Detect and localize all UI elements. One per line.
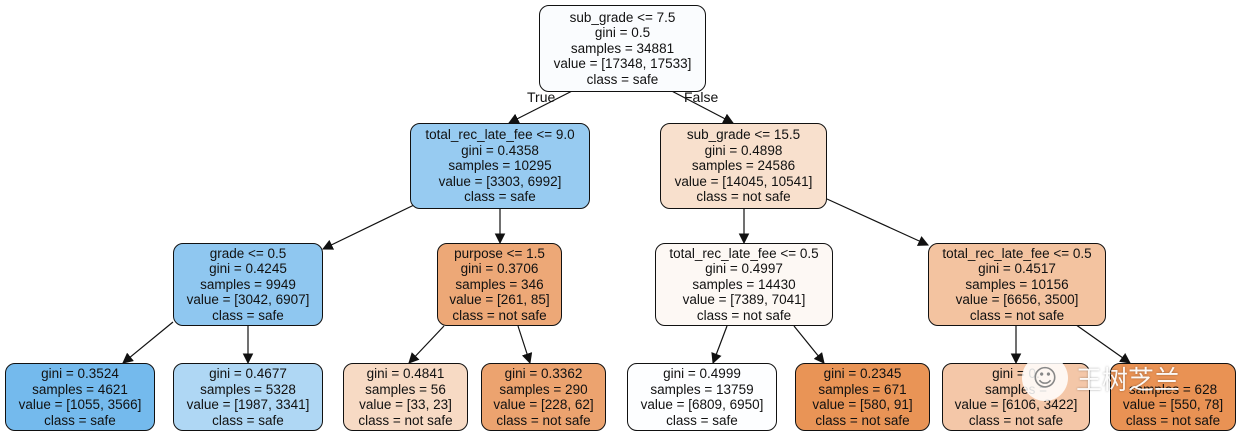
node-line: value = [3042, 6907] (186, 292, 310, 308)
node-line: samples = 56 (365, 381, 446, 397)
node-line: value = [580, 91] (812, 397, 913, 412)
node-line: value = [14045, 10541] (674, 173, 813, 189)
node-line: total_rec_late_fee <= 0.5 (942, 245, 1092, 261)
node-line: gini = 0.4517 (978, 261, 1056, 277)
tree-edge-2-6 (826, 198, 929, 246)
node-line: samples = 290 (499, 381, 588, 397)
node-line: samples = 34881 (570, 40, 675, 56)
node-line: class = not safe (1125, 412, 1221, 428)
node-line: samples = 671 (818, 381, 907, 397)
edge-label-true: True (527, 89, 556, 105)
node-line: class = safe (666, 412, 738, 428)
node-line: grade <= 0.5 (209, 245, 287, 261)
node-line: gini = 0.2345 (823, 366, 902, 381)
node-line: samples = 10156 (965, 276, 1069, 292)
node-line: class = not safe (452, 307, 547, 323)
watermark: ☺ 王树芝兰 (1022, 352, 1232, 404)
node-line: gini = 0.4245 (209, 261, 287, 277)
node-line: gini = 0.4898 (704, 142, 783, 158)
tree-edge-6-14 (1071, 321, 1131, 364)
node-line: class = safe (212, 307, 284, 323)
node-line: class = safe (586, 71, 659, 87)
tree-edge-3-7 (122, 321, 174, 364)
node-line: gini = 0.3524 (41, 366, 119, 381)
node-line: value = [1055, 3566] (18, 397, 142, 412)
node-line: gini = 0.4997 (705, 261, 783, 277)
node-line: value = [33, 23] (359, 397, 452, 412)
edge-label-false: False (684, 89, 719, 105)
tree-edge-4-9 (408, 325, 445, 364)
node-line: sub_grade <= 7.5 (569, 9, 676, 25)
node-line: total_rec_late_fee <= 0.5 (669, 245, 819, 261)
node-line: samples = 24586 (691, 158, 796, 174)
tree-edge-4-10 (517, 325, 533, 365)
node-line: value = [7389, 7041] (682, 292, 806, 308)
node-line: class = not safe (696, 307, 792, 323)
tree-edge-5-11 (711, 325, 728, 365)
node-line: value = [261, 85] (449, 292, 550, 308)
node-line: gini = 0.3706 (460, 261, 539, 277)
wechat-icon: ☺ (1022, 355, 1068, 401)
node-line: sub_grade <= 15.5 (686, 127, 801, 143)
node-line: samples = 346 (455, 276, 544, 292)
node-line: gini = 0.4677 (209, 366, 287, 381)
node-line: value = [550, 78] (1122, 397, 1224, 412)
node-line: class = not safe (969, 307, 1065, 323)
node-line: total_rec_late_fee <= 9.0 (425, 127, 575, 143)
tree-edge-0-2 (663, 86, 734, 124)
node-line: samples = 13759 (650, 381, 754, 397)
node-line: value = [6656, 3500] (955, 292, 1079, 308)
node-line: class = safe (212, 412, 284, 428)
node-line: value = [1987, 3341] (186, 397, 310, 412)
node-line: gini = 0.5 (594, 25, 651, 41)
node-line: samples = 5328 (200, 381, 296, 397)
node-line: class = not safe (815, 412, 910, 428)
node-line: class = not safe (496, 412, 591, 428)
node-line: gini = 0.3362 (504, 366, 583, 381)
node-line: samples = 4621 (32, 381, 128, 397)
node-line: value = [228, 62] (493, 397, 594, 412)
node-line: value = [17348, 17533] (553, 56, 692, 72)
node-line: purpose <= 1.5 (454, 245, 545, 261)
node-line: samples = 14430 (692, 276, 796, 292)
node-line: gini = 0.4358 (461, 142, 539, 158)
tree-edge-1-3 (322, 204, 415, 250)
node-line: samples = 9949 (200, 276, 296, 292)
watermark-text: 王树芝兰 (1076, 365, 1181, 396)
tree-edge-5-12 (793, 325, 825, 364)
node-line: value = [3303, 6992] (438, 173, 562, 189)
tree-edge-0-1 (508, 86, 581, 124)
node-line: class = safe (44, 412, 116, 428)
node-line: samples = 628 (1128, 381, 1218, 397)
node-line: class = safe (464, 189, 536, 205)
node-line: gini = 0.4841 (366, 366, 445, 381)
node-line: class = not safe (968, 412, 1064, 428)
node-line: class = not safe (696, 189, 791, 205)
node-line: value = [6809, 6950] (640, 397, 764, 412)
node-line: gini = 0.4999 (663, 366, 741, 381)
node-line: samples = 10295 (448, 158, 552, 174)
node-line: class = not safe (358, 412, 453, 428)
